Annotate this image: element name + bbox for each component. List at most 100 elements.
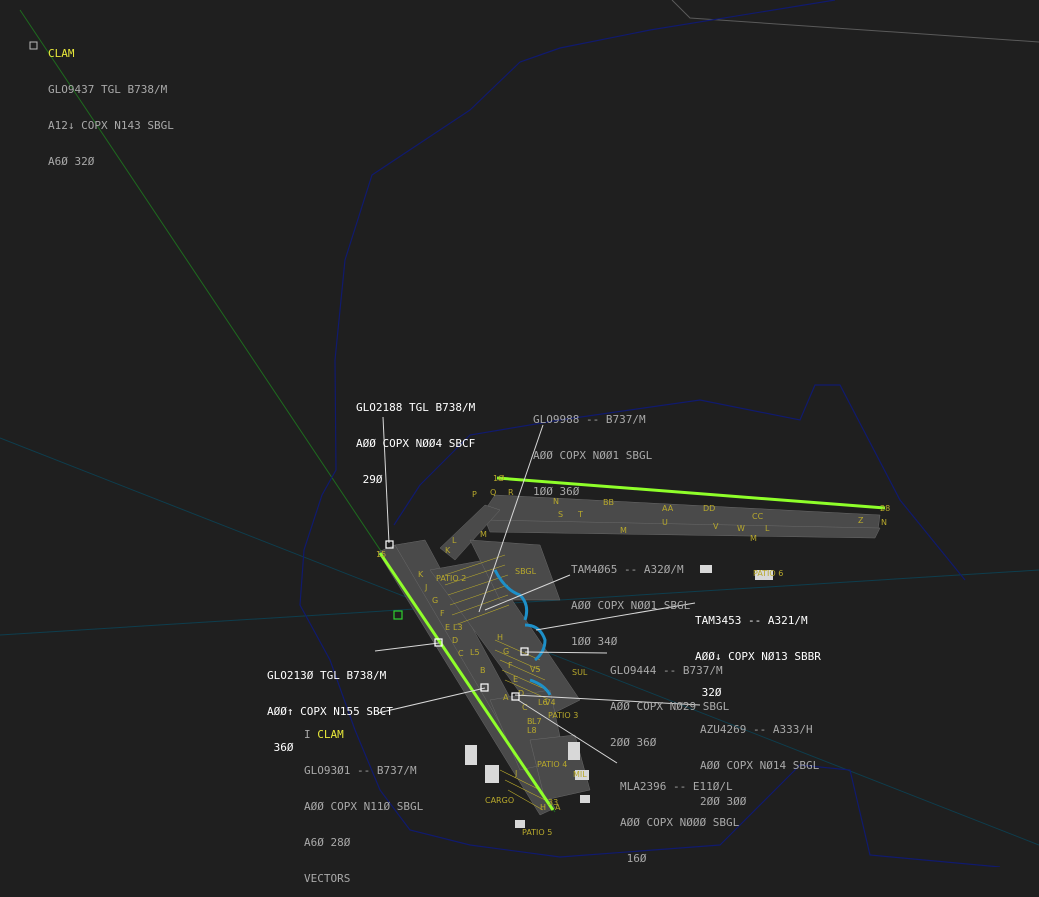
taxiway-label: E <box>445 623 450 632</box>
taxiway-label: T <box>577 510 583 519</box>
area-label: PATIO 6 <box>753 569 783 578</box>
tag-line-2: AØØ COPX NØØ1 SBGL <box>533 449 653 462</box>
area-label: PATIO 3 <box>548 711 578 720</box>
rwy-id-label: 28 <box>880 504 890 513</box>
tag-line-1: GLO2188 TGL B738/M <box>356 401 476 414</box>
tag-line-1: TAM3453 -- A321/M <box>695 614 808 627</box>
taxiway-label: L <box>765 524 770 533</box>
taxiway-label: F <box>440 609 445 618</box>
taxiway-label: BB <box>603 498 614 507</box>
tag-line-2: AØØ COPX NØØ4 SBCF <box>356 437 476 450</box>
taxiway-label: L8 <box>527 726 537 735</box>
taxiway-label: P <box>472 490 477 499</box>
area-label: MIL <box>573 770 587 779</box>
tag-line-2: A12↓ COPX N143 SBGL <box>48 119 174 132</box>
taxiway-label: L3 <box>453 623 463 632</box>
taxiway-label: Z <box>858 516 864 525</box>
taxiway-label: J <box>424 583 427 592</box>
sector-boundary <box>299 0 1001 867</box>
tag-line-3: 2ØØ 36Ø <box>610 736 657 749</box>
taxiway-label: W <box>737 524 745 533</box>
tag-line-4: VECTORS <box>304 872 351 885</box>
tag-line-2: AØØ↓ COPX NØ13 SBBR <box>695 650 821 663</box>
stand-gates <box>493 569 552 696</box>
track-tag-glo9444[interactable]: GLO9444 -- B737/M AØØ COPX NØ29 SBGL 2ØØ… <box>610 641 729 761</box>
rwy-id-label: 1Ø <box>493 473 504 483</box>
radar-scope[interactable]: 1Ø 28 15 33 P Q R N S T M BB AA DD CC U … <box>0 0 1039 867</box>
taxiway-label: J <box>514 769 517 778</box>
radial-line-2 <box>0 569 1039 636</box>
stand-clusters <box>444 554 551 811</box>
taxiway-label: A <box>555 803 561 812</box>
taxiway-label: G <box>432 596 438 605</box>
taxiway-label: G <box>503 647 509 656</box>
tag-line-2: AØØ COPX NØ29 SBGL <box>610 700 730 713</box>
tag-line-1: MLA2396 -- E11Ø/L <box>620 780 733 793</box>
taxiway-label: L5 <box>470 648 480 657</box>
taxiway-label: C <box>458 649 464 658</box>
track-tag-glo9437[interactable]: CLAM GLO9437 TGL B738/M A12↓ COPX N143 S… <box>48 24 174 180</box>
taxiway-label: K <box>418 570 424 579</box>
square-target-icon[interactable] <box>434 638 443 647</box>
taxiway-label: U <box>662 518 668 527</box>
taxiway-label: Q <box>490 488 496 497</box>
tag-line-3: 32Ø <box>695 686 722 699</box>
taxiway-label: H <box>497 633 503 642</box>
taxiway-label: DD <box>703 504 715 513</box>
track-tag-glo2188[interactable]: GLO2188 TGL B738/M AØØ COPX NØØ4 SBCF 29… <box>356 378 475 498</box>
tag-line-1: GLO9437 TGL B738/M <box>48 83 168 96</box>
area-label: PATIO 2 <box>436 574 466 583</box>
rwy-id-label: 15 <box>376 550 386 559</box>
tag-line-3: 1ØØ 34Ø <box>571 635 618 648</box>
taxiway-label: L6 <box>538 698 548 707</box>
tag-line-3: 16Ø <box>620 852 647 865</box>
square-target-icon[interactable] <box>480 683 489 692</box>
track-tag-glo9301[interactable]: I CLAM GLO93Ø1 -- B737/M AØØ COPX N11Ø S… <box>304 705 423 897</box>
square-target-icon[interactable] <box>29 41 38 50</box>
runway-10-28 <box>496 476 886 510</box>
tag-line-0: I CLAM <box>304 729 423 741</box>
area-label: PATIO 4 <box>537 760 567 769</box>
track-tag-tam4065[interactable]: TAM4Ø65 -- A32Ø/M AØØ COPX NØØ1 SBGL 1ØØ… <box>571 540 690 660</box>
taxiway-label: E <box>513 675 518 684</box>
track-tag-tam3453[interactable]: TAM3453 -- A321/M AØØ↓ COPX NØ13 SBBR 32… <box>695 591 821 711</box>
tag-line-1: GLO9988 -- B737/M <box>533 413 646 426</box>
tag-line-2: AØØ COPX NØØØ SBGL <box>620 816 740 829</box>
tag-line-3: 36Ø <box>267 741 294 754</box>
track-tag-glo2130[interactable]: GLO213Ø TGL B738/M AØØ↑ COPX N155 SBCT 3… <box>267 646 393 766</box>
square-target-icon[interactable] <box>511 692 520 701</box>
taxiway-label: AA <box>662 504 674 513</box>
tag-line-3: A6Ø 32Ø <box>48 155 95 168</box>
tag-line-3: 1ØØ 36Ø <box>533 485 580 498</box>
tag-line-2: AØØ↑ COPX N155 SBCT <box>267 705 393 718</box>
green-square-icon <box>393 610 403 620</box>
taxiway-label: N <box>881 518 887 527</box>
track-tag-azu4269[interactable]: AZU4269 -- A333/H AØØ COPX NØ14 SBGL 2ØØ… <box>700 700 819 820</box>
taxiway-label: CC <box>752 512 764 521</box>
tag-line-1: AZU4269 -- A333/H <box>700 723 813 736</box>
buildings <box>465 565 773 828</box>
taxiway-label: F <box>508 661 513 670</box>
clam-alert: CLAM <box>317 728 344 741</box>
tag-line-1: TAM4Ø65 -- A32Ø/M <box>571 563 684 576</box>
tag-line-1: GLO213Ø TGL B738/M <box>267 669 387 682</box>
square-target-icon[interactable] <box>520 647 529 656</box>
taxiway-label: N <box>553 497 559 506</box>
tag-line-2: AØØ COPX NØ14 SBGL <box>700 759 820 772</box>
tag-line-2: AØØ COPX N11Ø SBGL <box>304 800 424 813</box>
taxiway-label: D <box>518 689 524 698</box>
taxiway-label: R <box>508 488 514 497</box>
taxiway-label: H <box>540 803 546 812</box>
airport-labels: 1Ø 28 15 33 P Q R N S T M BB AA DD CC U … <box>376 473 890 837</box>
track-tag-glo9988[interactable]: GLO9988 -- B737/M AØØ COPX NØØ1 SBGL 1ØØ… <box>533 390 652 510</box>
area-label: CARGO <box>485 796 514 805</box>
taxiway-label: V5 <box>530 665 541 674</box>
leader-lines <box>374 416 701 764</box>
square-target-icon[interactable] <box>385 540 394 549</box>
area-label: SUL <box>572 668 588 677</box>
rwy-id-label: 33 <box>548 798 558 807</box>
taxiway-label: V4 <box>545 698 556 707</box>
track-tag-mla2396[interactable]: MLA2396 -- E11Ø/L AØØ COPX NØØØ SBGL 16Ø <box>620 757 739 877</box>
taxiway-label: L <box>452 536 457 545</box>
taxiway-label: M <box>480 530 487 539</box>
